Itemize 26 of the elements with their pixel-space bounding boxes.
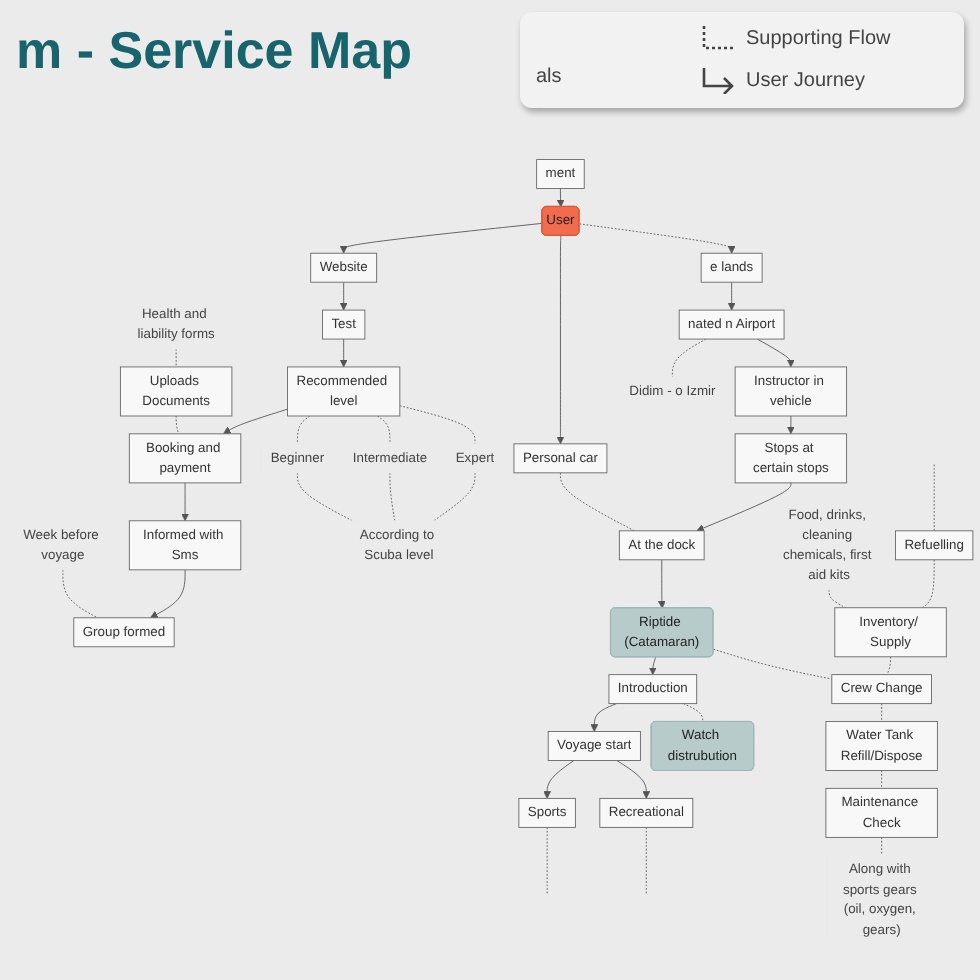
connector xyxy=(175,415,179,435)
connector xyxy=(828,589,846,609)
legend-label: Supporting Flow xyxy=(746,27,891,49)
connector xyxy=(433,472,476,522)
connector xyxy=(297,472,353,522)
legend-label: als xyxy=(536,66,562,88)
connector xyxy=(389,472,396,522)
legend-label: User Journey xyxy=(746,69,865,91)
connector xyxy=(560,472,635,532)
connector xyxy=(546,826,548,895)
connector xyxy=(881,770,883,789)
connector xyxy=(297,415,311,445)
connector xyxy=(881,836,883,856)
connector xyxy=(933,464,935,532)
connector xyxy=(713,648,833,680)
connector xyxy=(886,656,891,676)
diagram-title: m - Service Map xyxy=(16,20,412,82)
connector xyxy=(645,826,647,895)
connector xyxy=(922,559,935,609)
connector xyxy=(377,415,391,445)
connector xyxy=(175,348,177,368)
connector xyxy=(881,703,883,722)
connector xyxy=(671,338,707,378)
connector xyxy=(683,703,704,723)
connector xyxy=(62,569,98,619)
connector xyxy=(399,405,476,445)
